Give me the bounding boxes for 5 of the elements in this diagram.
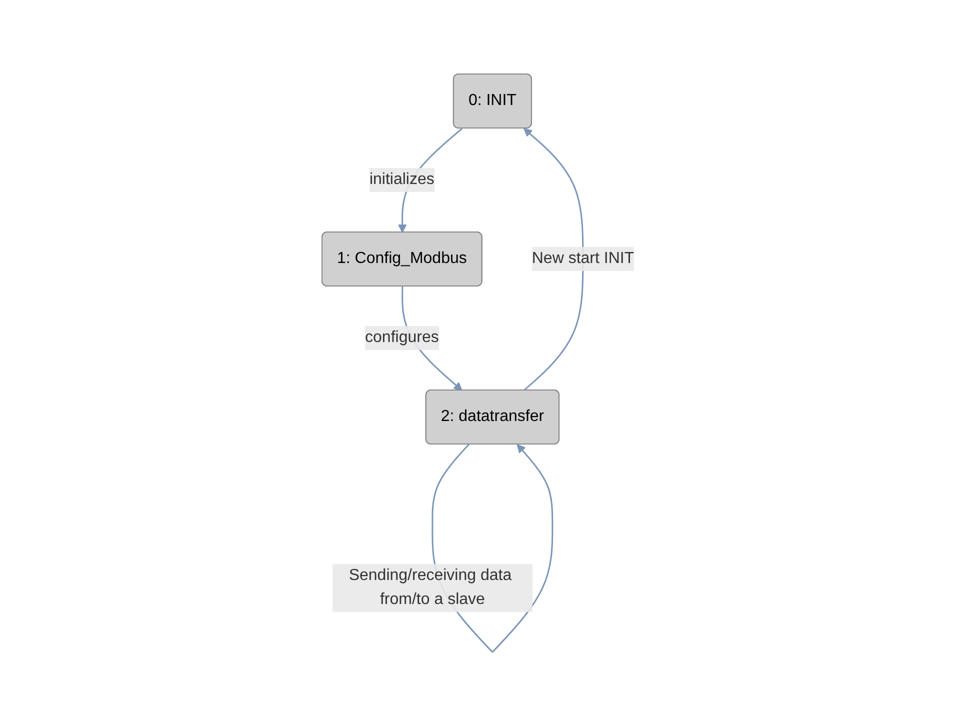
- edge-label: configures: [365, 328, 440, 346]
- edge-label: New start INIT: [532, 250, 635, 267]
- edge-label: initializes: [370, 170, 435, 188]
- edge-label: Sending/receiving data from/to a slave: [349, 566, 512, 608]
- arrow: [524, 128, 584, 391]
